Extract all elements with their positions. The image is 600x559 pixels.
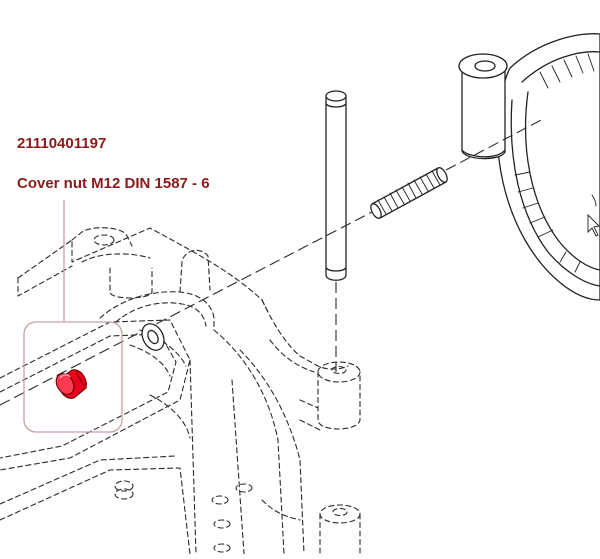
- assembly-axes: [0, 117, 546, 406]
- stud-bolt: [370, 167, 448, 219]
- housing-ring: [496, 33, 600, 301]
- housing-boss: [458, 53, 508, 160]
- callout-frame: [23, 200, 123, 433]
- long-pin: [325, 90, 347, 281]
- part-name-label: Cover nut M12 DIN 1587 - 6: [17, 175, 210, 192]
- washer: [141, 323, 165, 351]
- cover-nut-highlight[interactable]: [53, 369, 87, 399]
- part-number-label: 21110401197: [17, 135, 107, 152]
- base-casting: [0, 227, 361, 555]
